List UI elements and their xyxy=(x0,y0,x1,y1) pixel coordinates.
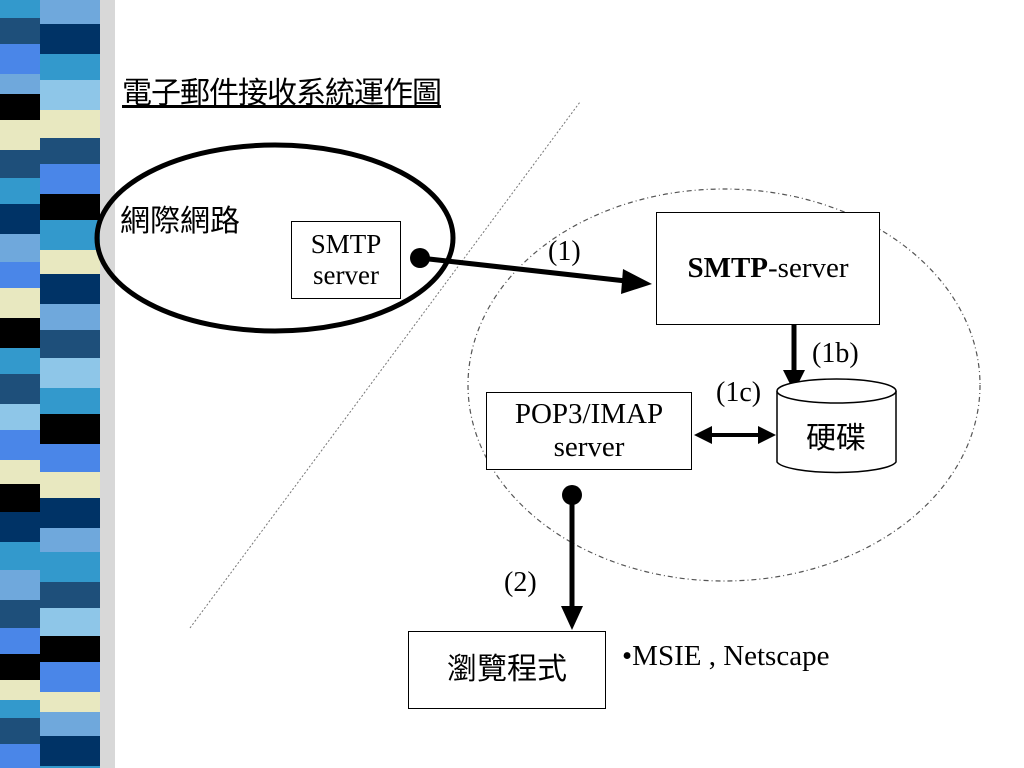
stripe-right-segment xyxy=(40,472,100,498)
stripe-right-segment xyxy=(40,662,100,692)
step-1b-label: (1b) xyxy=(812,338,859,369)
stripe-right-segment xyxy=(40,388,100,414)
stripe-right-segment xyxy=(40,304,100,330)
stripe-left-segment xyxy=(0,430,40,460)
stripe-left-segment xyxy=(0,680,40,700)
stripe-left-segment xyxy=(0,744,40,768)
smtp-server-box: SMTP-server xyxy=(656,212,880,325)
stripe-right-segment xyxy=(40,274,100,304)
stripe-right-segment xyxy=(40,712,100,736)
arrow-2-head xyxy=(561,606,583,630)
browser-label: 瀏覽程式 xyxy=(447,651,567,687)
stripe-left-segment xyxy=(0,150,40,178)
stripe-left-segment xyxy=(0,74,40,94)
stripe-left-segment xyxy=(0,404,40,430)
stripe-left-segment xyxy=(0,460,40,484)
arrow-1-shaft xyxy=(419,255,627,284)
stripe-right-segment xyxy=(40,0,100,24)
stripe-right-segment xyxy=(40,582,100,608)
arrow-1c-head-right xyxy=(758,426,776,444)
page-title: 電子郵件接收系統運作圖 xyxy=(122,76,442,111)
pop-server-line1: POP3/IMAP xyxy=(514,397,664,430)
decorative-stripe-band xyxy=(0,0,115,768)
stripe-right-segment xyxy=(40,110,100,138)
stripe-left-segment xyxy=(0,0,40,18)
arrow-1-head xyxy=(621,269,652,294)
smtp-external-server-box: SMTP server xyxy=(291,221,401,299)
browser-box: 瀏覽程式 xyxy=(408,631,606,709)
stripe-left-segment xyxy=(0,94,40,120)
stripe-left-segment xyxy=(0,570,40,600)
step-1c-label: (1c) xyxy=(716,377,762,408)
stripe-right-segment xyxy=(40,358,100,388)
stripe-right-segment xyxy=(40,330,100,358)
stripe-right-segment xyxy=(40,80,100,110)
stripe-right-segment xyxy=(40,24,100,54)
stripe-right-segment xyxy=(40,498,100,528)
stripe-left-segment xyxy=(0,44,40,74)
stripe-right-segment xyxy=(40,164,100,194)
stripe-right-segment xyxy=(40,692,100,712)
stripe-left-segment xyxy=(0,600,40,628)
stripe-left-segment xyxy=(0,654,40,680)
stripe-left-segment xyxy=(0,512,40,542)
smtp-server-bold: SMTP xyxy=(687,251,769,284)
stripe-right-segment xyxy=(40,636,100,662)
smtp-external-line1: SMTP xyxy=(310,228,382,259)
pop-server-line2: server xyxy=(553,431,625,463)
stripe-left-segment xyxy=(0,318,40,348)
stripe-left-segment xyxy=(0,374,40,404)
stripe-right-segment xyxy=(40,138,100,164)
mail-system-boundary xyxy=(467,188,981,582)
stripe-right-segment xyxy=(40,608,100,636)
stripe-left-segment xyxy=(0,288,40,318)
pop-imap-server-box: POP3/IMAP server xyxy=(486,392,692,470)
stripe-left-segment xyxy=(0,718,40,744)
stripe-right-segment xyxy=(40,414,100,444)
stripe-right-segment xyxy=(40,220,100,250)
smtp-external-line2: server xyxy=(313,260,379,290)
stripe-right-segment xyxy=(40,528,100,552)
disk-cylinder-body xyxy=(776,391,897,474)
disk-label: 硬碟 xyxy=(806,421,866,456)
stripe-left-segment xyxy=(0,178,40,204)
disk-cylinder-top xyxy=(776,378,897,404)
stripe-left-segment xyxy=(0,120,40,150)
stripe-left-segment xyxy=(0,484,40,512)
stripe-left-segment xyxy=(0,542,40,570)
stripe-left-segment xyxy=(0,204,40,234)
internet-label: 網際網路 xyxy=(120,204,240,239)
stripe-shadow xyxy=(100,0,115,768)
stripe-right-segment xyxy=(40,194,100,220)
stripe-left-segment xyxy=(0,348,40,374)
stripe-left-segment xyxy=(0,700,40,718)
diagonal-divider xyxy=(189,101,581,629)
stripe-left-segment xyxy=(0,628,40,654)
browser-examples: •MSIE , Netscape xyxy=(622,640,830,672)
internet-ellipse xyxy=(94,142,456,334)
step-1-label: (1) xyxy=(548,236,581,267)
stripe-right-segment xyxy=(40,54,100,80)
stripe-left-segment xyxy=(0,18,40,44)
stripe-right-segment xyxy=(40,736,100,766)
stripe-right-segment xyxy=(40,250,100,274)
stripe-right-segment xyxy=(40,444,100,472)
stripe-left-segment xyxy=(0,234,40,262)
smtp-server-rest: -server xyxy=(768,251,849,284)
stripe-left-segment xyxy=(0,262,40,288)
step-2-label: (2) xyxy=(504,567,537,598)
stripe-right-segment xyxy=(40,766,100,768)
arrow-1c-head-left xyxy=(694,426,712,444)
arrow-1b-head xyxy=(783,370,805,392)
stripe-right-segment xyxy=(40,552,100,582)
